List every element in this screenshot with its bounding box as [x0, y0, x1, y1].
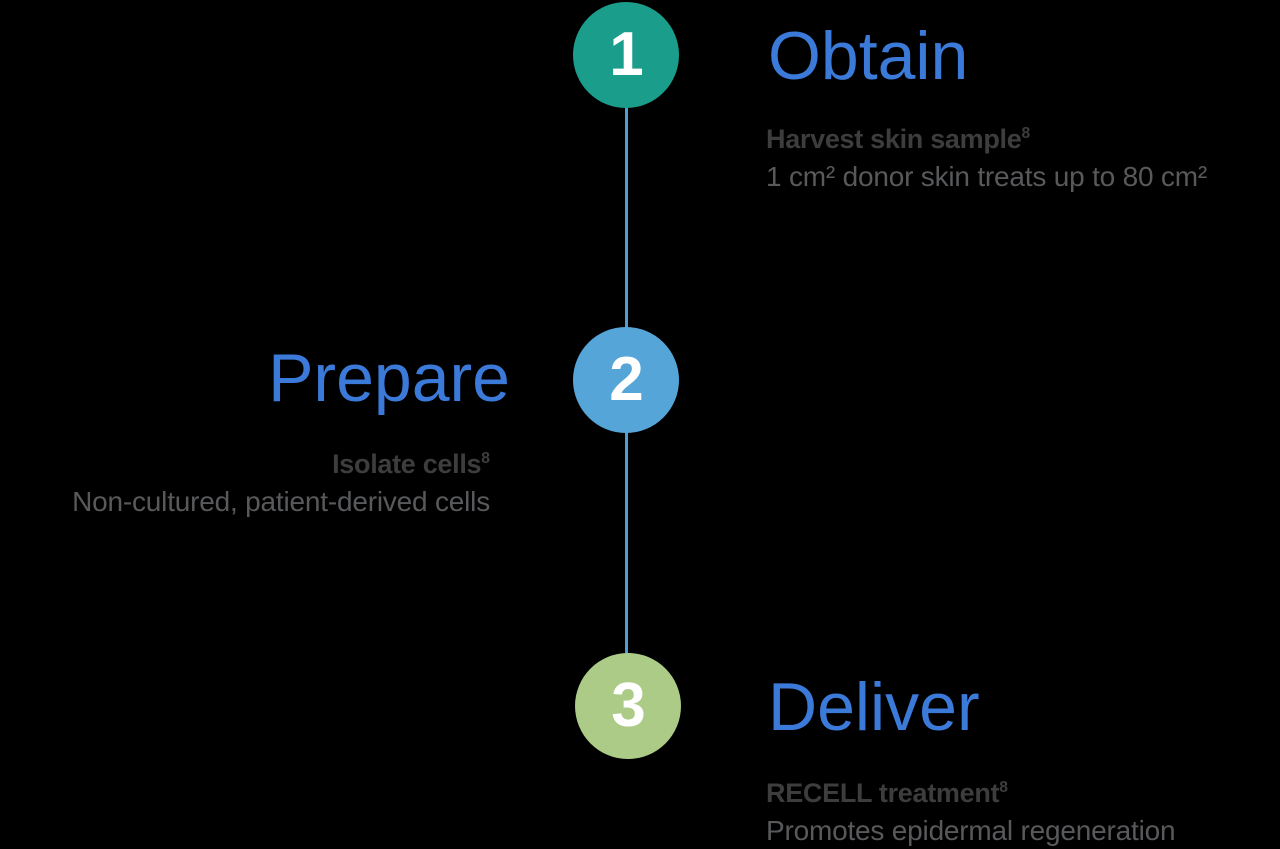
step-2-description: Non-cultured, patient-derived cells	[72, 486, 490, 517]
step-2-text: Isolate cells8 Non-cultured, patient-der…	[72, 446, 490, 520]
step-2-number: 2	[609, 345, 643, 414]
step-3-number: 3	[611, 671, 645, 740]
citation-superscript: 8	[481, 450, 490, 467]
step-1-circle: 1	[573, 2, 679, 108]
citation-superscript: 8	[999, 779, 1008, 796]
step-3-description: Promotes epidermal regeneration	[766, 815, 1176, 846]
step-1-label: Harvest skin sample8	[766, 124, 1031, 154]
step-3-title: Deliver	[768, 669, 980, 745]
step-3-circle: 3	[575, 653, 681, 759]
step-1-title: Obtain	[768, 18, 969, 94]
step-2-circle: 2	[573, 327, 679, 433]
citation-superscript: 8	[1021, 125, 1031, 142]
step-1-description: 1 cm² donor skin treats up to 80 cm²	[766, 161, 1207, 192]
step-1-text: Harvest skin sample8 1 cm² donor skin tr…	[766, 121, 1207, 195]
step-2-label: Isolate cells8	[332, 449, 490, 479]
step-3-text: RECELL treatment8 Promotes epidermal reg…	[766, 775, 1176, 849]
step-1-number: 1	[609, 20, 643, 89]
step-3-label: RECELL treatment8	[766, 778, 1008, 808]
step-2-title: Prepare	[268, 340, 510, 416]
